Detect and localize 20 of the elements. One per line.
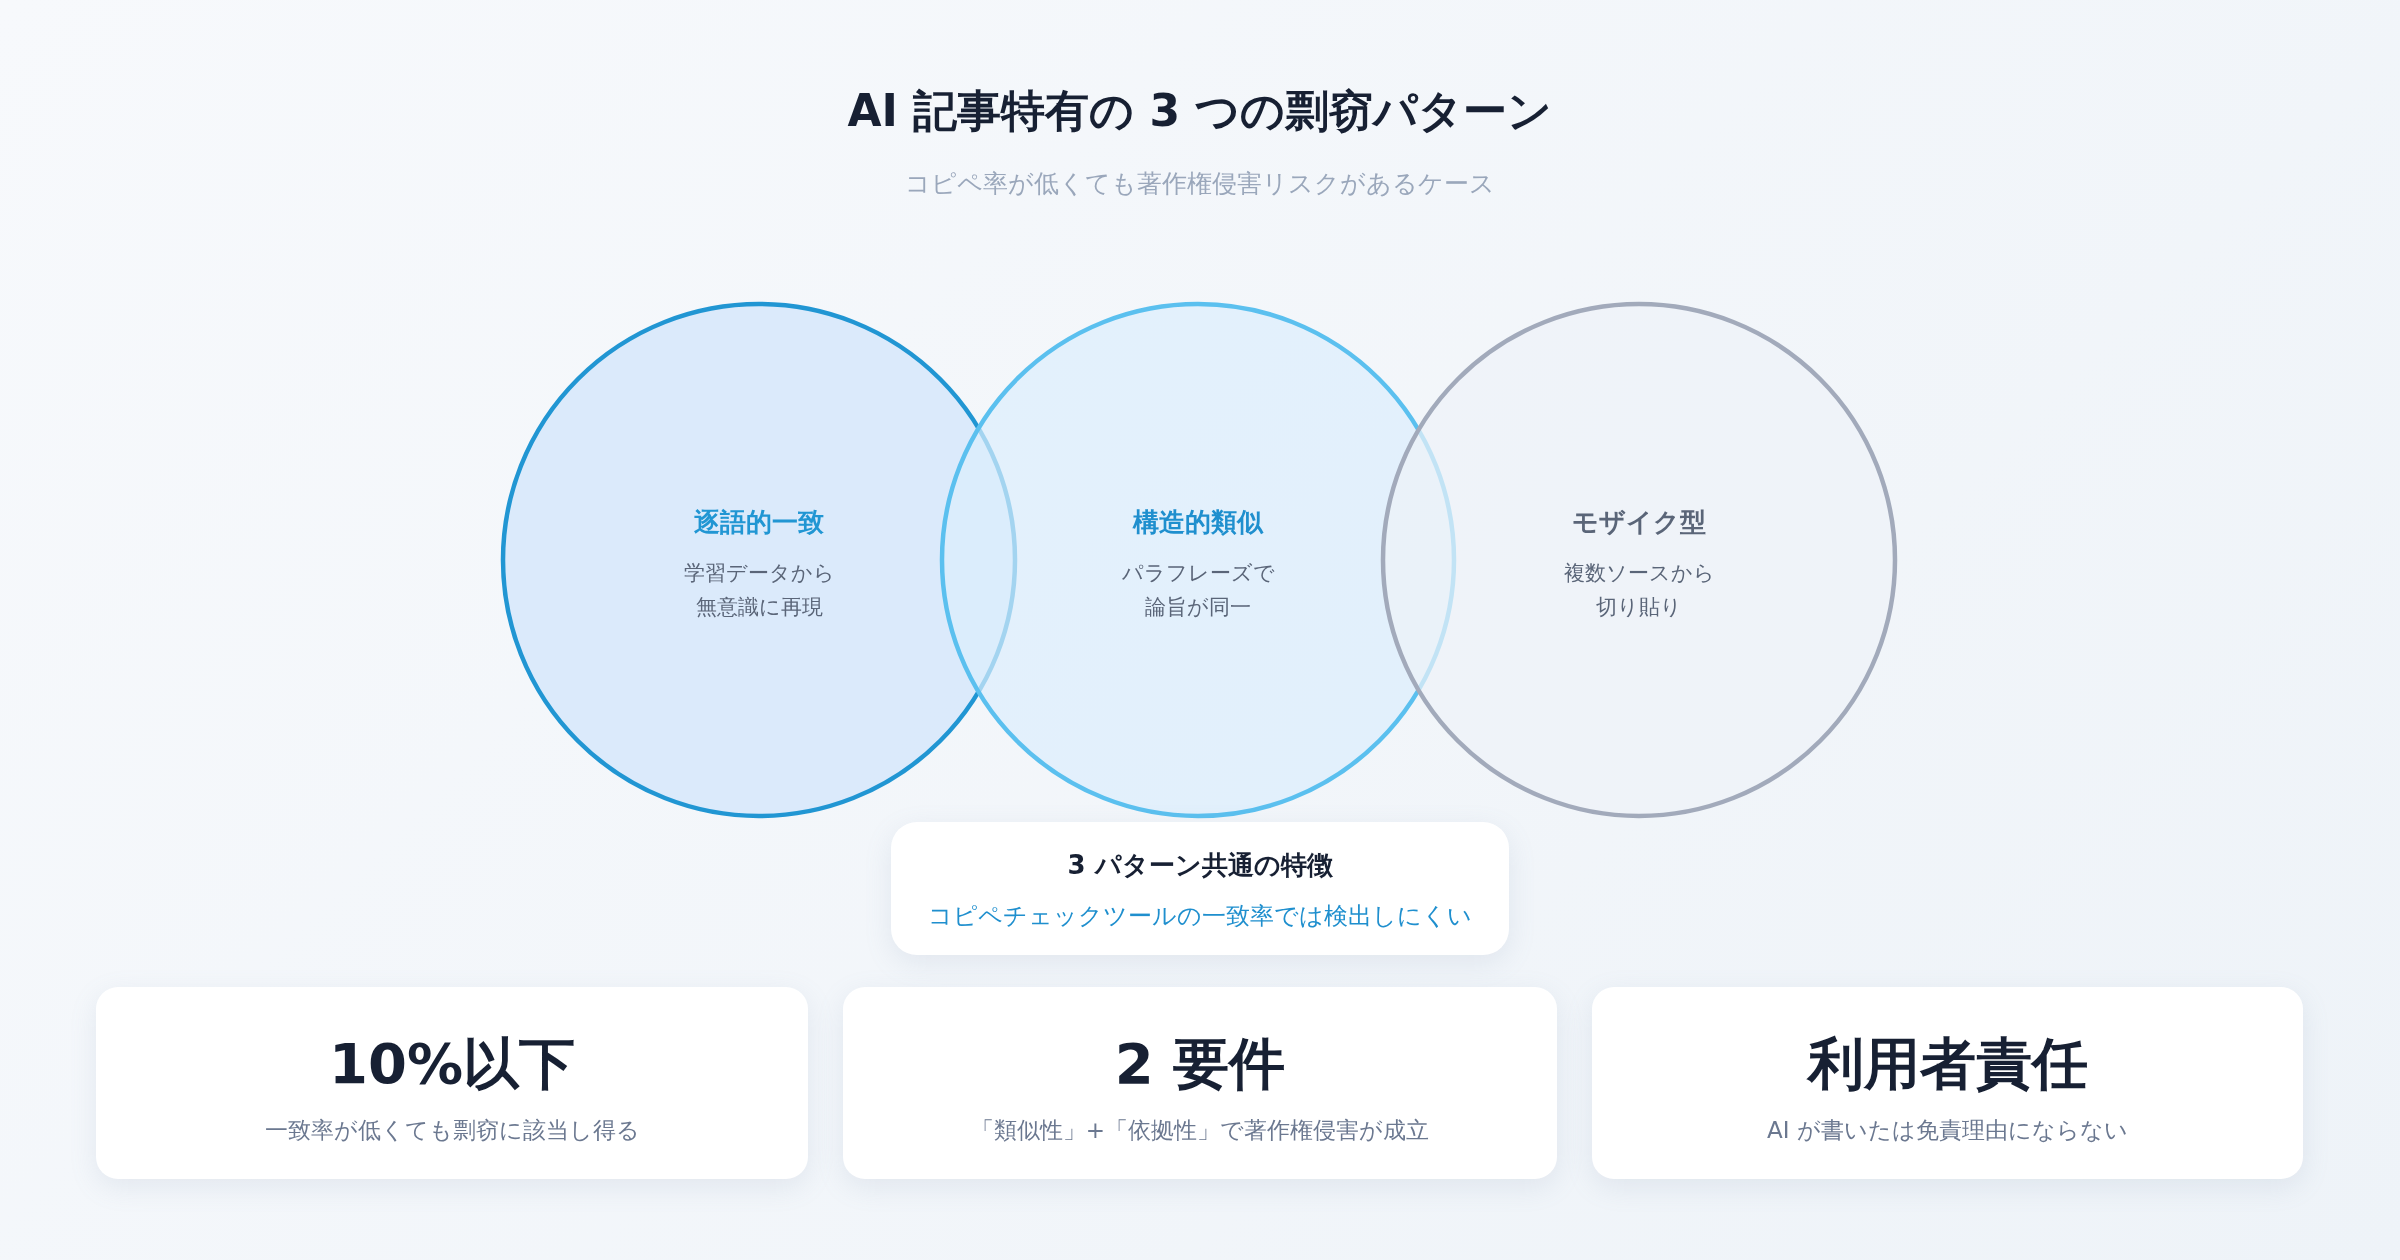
stat-card (1592, 987, 2303, 1179)
circle-description: パラフレーズで論旨が同一 (1120, 560, 1276, 621)
diagram-subtitle: コピペ率が低くても著作権侵害リスクがあるケース (904, 168, 1496, 200)
stat-description: 「類似性」+「依拠性」で著作権侵害が成立 (969, 1116, 1431, 1145)
callout-heading: 3 パターン共通の特徴 (1066, 849, 1334, 882)
circle-title: 構造的類似 (1131, 506, 1265, 539)
stat-value: 利用者責任 (1805, 1030, 2089, 1098)
stat-description: 一致率が低くても剽窃に該当し得る (263, 1116, 641, 1145)
circle-title: モザイク型 (1571, 506, 1707, 539)
stat-value: 2 要件 (1113, 1030, 1287, 1098)
circle-description: 複数ソースから切り貼り (1562, 560, 1716, 621)
circle-title: 逐語的一致 (693, 506, 825, 539)
circle-description: 学習データから無意識に再現 (682, 560, 836, 621)
callout-box (891, 822, 1509, 955)
stat-value: 10%以下 (327, 1030, 576, 1098)
diagram-title: AI 記事特有の 3 つの剽窃パターン (846, 84, 1554, 138)
stat-card (96, 987, 808, 1179)
stat-card (843, 987, 1557, 1179)
callout-text: コピペチェックツールの一致率では検出しにくい (927, 901, 1473, 932)
stat-description: AI が書いたは免責理由にならない (1766, 1116, 2129, 1145)
